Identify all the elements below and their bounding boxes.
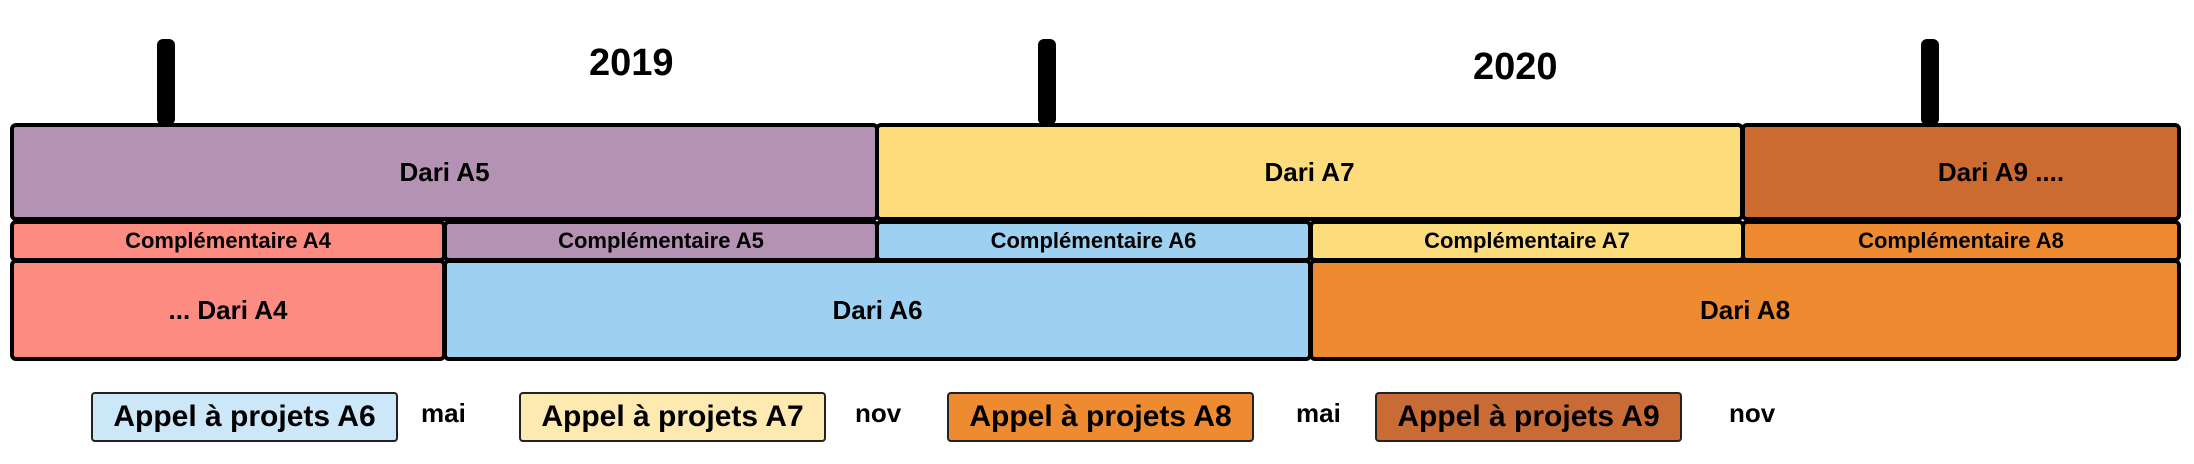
month-label-mai-1: mai xyxy=(421,398,466,428)
band-complementaire-a8: Complémentaire A8 xyxy=(1741,220,2181,262)
band-dari-a5: Dari A5 xyxy=(10,123,879,221)
year-marker-1 xyxy=(157,39,175,125)
band-complementaire-a7: Complémentaire A7 xyxy=(1309,220,1745,262)
call-box-a7: Appel à projets A7 xyxy=(519,392,826,442)
call-box-a6: Appel à projets A6 xyxy=(91,392,398,442)
year-label-2020: 2020 xyxy=(1473,46,1558,88)
band-dari-a9: Dari A9 .... xyxy=(1741,123,2181,221)
band-dari-a8: Dari A8 xyxy=(1309,259,2181,361)
band-complementaire-a5: Complémentaire A5 xyxy=(443,220,879,262)
band-complementaire-a4: Complémentaire A4 xyxy=(10,220,446,262)
month-label-mai-2: mai xyxy=(1296,398,1341,428)
year-label-2019: 2019 xyxy=(589,42,674,84)
call-box-a9: Appel à projets A9 xyxy=(1375,392,1682,442)
band-complementaire-a6: Complémentaire A6 xyxy=(875,220,1312,262)
month-label-nov-2: nov xyxy=(1729,398,1776,428)
year-marker-3 xyxy=(1921,39,1939,125)
band-dari-a6: Dari A6 xyxy=(443,259,1312,361)
month-label-nov-1: nov xyxy=(855,398,902,428)
band-dari-a4: ... Dari A4 xyxy=(10,259,446,361)
band-dari-a7: Dari A7 xyxy=(875,123,1744,221)
year-marker-2 xyxy=(1038,39,1056,125)
call-box-a8: Appel à projets A8 xyxy=(947,392,1254,442)
